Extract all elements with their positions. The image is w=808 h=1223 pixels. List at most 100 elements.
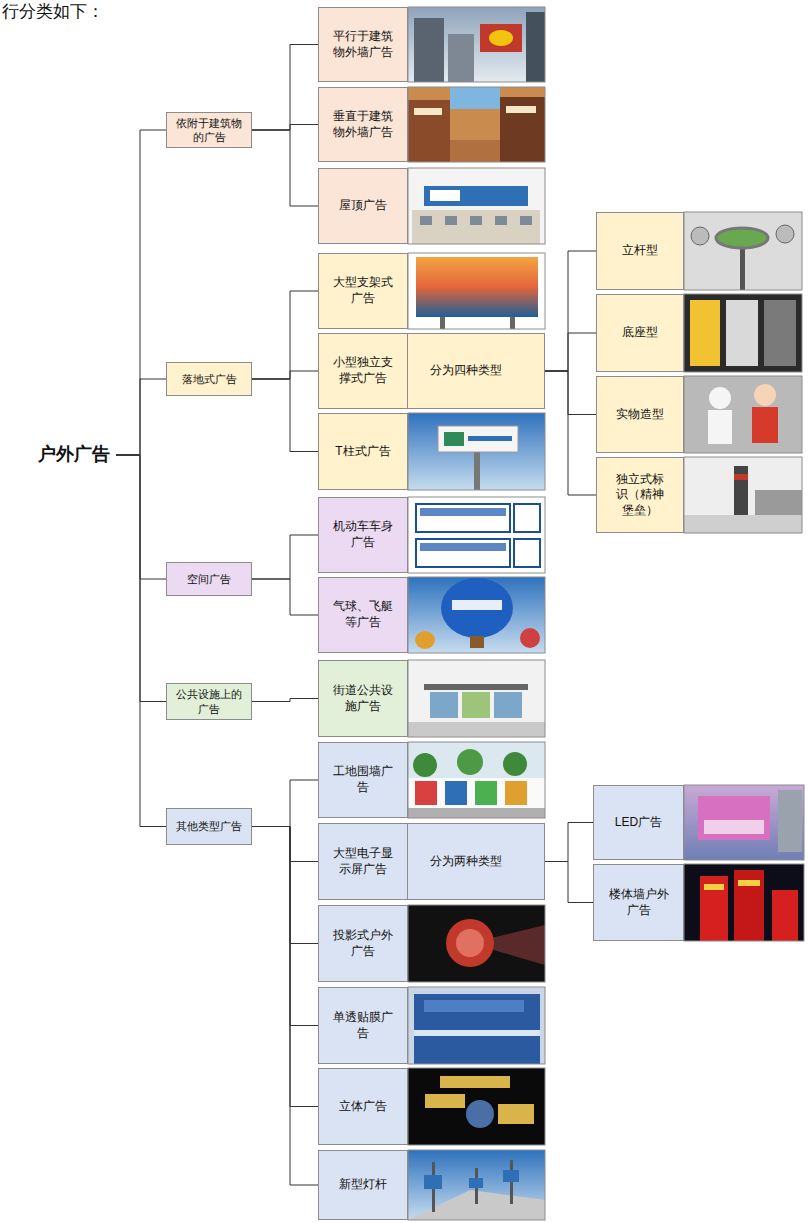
tree-connector [252, 827, 318, 1107]
node-label: 楼体墙户外广告 [594, 887, 683, 918]
node-label: 立体广告 [325, 1099, 401, 1115]
subtype-box: 实物造型 [596, 376, 684, 453]
node-label: 工地围墙广告 [319, 764, 407, 795]
subtype-box: 立杆型 [596, 212, 684, 290]
photo-building-wall [684, 864, 804, 941]
type-box: 大型支架式广告 [318, 253, 408, 329]
photo-perpendicular-wall-part [506, 106, 536, 113]
photo-projection-part [408, 905, 545, 982]
photo-base-type-part [684, 294, 802, 372]
photo-rooftop-part [470, 216, 482, 225]
photo-building-wall-part [704, 884, 724, 890]
photo-window-film-part [414, 994, 540, 1064]
photo-balloon [408, 577, 545, 653]
subtype-box: LED广告 [593, 785, 684, 860]
photo-pole-type-part [684, 212, 802, 290]
node-label: 大型支架式广告 [319, 275, 407, 306]
photo-balloon-part [452, 600, 502, 610]
photo-figure-type-part [754, 384, 776, 406]
photo-base-type-part [764, 300, 796, 366]
photo-site-wall [408, 742, 545, 818]
tree-connector [545, 862, 593, 903]
node-label: LED广告 [601, 815, 676, 831]
photo-base-type [684, 294, 802, 372]
node-label: 小型独立支撑式广告 [319, 334, 407, 408]
photo-bus-body-part [416, 504, 510, 532]
photo-balloon-part [470, 636, 484, 648]
photo-projection-part [408, 905, 545, 982]
category-box: 落地式广告 [166, 362, 252, 396]
subtype-box: 独立式标识（精神堡垒） [596, 457, 684, 533]
photo-building-wall-part [738, 880, 760, 886]
photo-bus-shelter-part [424, 684, 528, 690]
photo-projection [408, 905, 545, 982]
photo-rooftop-part [495, 216, 507, 225]
subtype-box: 底座型 [596, 294, 684, 372]
photo-t-pillar-part [408, 413, 545, 490]
tree-connector [252, 379, 318, 452]
root-title: 户外广告 [38, 441, 110, 469]
photo-t-pillar-part [474, 450, 480, 490]
photo-billboard-frame-part [408, 253, 545, 329]
photo-sign-tower [684, 457, 802, 533]
photo-perpendicular-wall-part [500, 97, 545, 162]
photo-perpendicular-wall-part [450, 140, 500, 162]
photo-perpendicular-wall-part [408, 87, 545, 162]
photo-building-wall-part [684, 864, 804, 941]
node-label: 气球、飞艇等广告 [319, 599, 407, 630]
node-note: 分为两种类型 [407, 824, 544, 899]
photo-rooftop-part [420, 216, 432, 225]
tree-connector [545, 823, 593, 862]
node-label: 立杆型 [608, 243, 672, 259]
type-box: 单透贴膜广告 [318, 987, 408, 1064]
photo-parallel-wall-part [408, 7, 545, 82]
tree-connector [116, 130, 166, 455]
tree-connector [252, 827, 318, 1026]
photo-site-wall-part [408, 742, 545, 818]
type-box: 气球、飞艇等广告 [318, 577, 408, 653]
photo-parallel-wall-part [448, 34, 474, 82]
photo-figure-type-part [709, 387, 731, 409]
type-box: 新型灯杆 [318, 1150, 408, 1220]
photo-pole-type-part [716, 228, 768, 248]
photo-rooftop-part [408, 168, 545, 244]
node-note: 分为四种类型 [407, 334, 544, 408]
photo-rooftop-part [424, 186, 528, 206]
photo-balloon-part [520, 628, 540, 648]
tree-connector [252, 535, 318, 579]
photo-bus-shelter-part [408, 660, 545, 737]
tree-connector [252, 780, 318, 827]
photo-perpendicular-wall-part [408, 87, 545, 162]
photo-3d-ad-part [425, 1094, 465, 1108]
node-label: 空间广告 [179, 572, 239, 586]
photo-led-part [778, 790, 802, 852]
photo-bus-body-part [416, 539, 510, 567]
photo-building-wall-part [700, 876, 728, 941]
photo-bus-body-part [408, 497, 545, 573]
photo-rooftop [408, 168, 545, 244]
photo-site-wall-part [505, 781, 527, 805]
photo-led-part [704, 820, 764, 834]
tree-connector [252, 699, 318, 702]
photo-site-wall-part [445, 781, 467, 805]
photo-sign-tower-part [734, 474, 748, 480]
photo-pole-type [684, 212, 802, 290]
photo-billboard-frame-part [408, 253, 545, 329]
photo-window-film [408, 987, 545, 1064]
photo-parallel-wall [408, 7, 545, 82]
photo-bus-body-part [514, 539, 540, 567]
photo-t-pillar-part [468, 436, 512, 441]
photo-led [684, 785, 804, 860]
photo-3d-ad-part [440, 1076, 510, 1088]
photo-bus-shelter [408, 660, 545, 737]
type-box: 立体广告 [318, 1068, 408, 1145]
photo-bus-body-part [420, 543, 506, 551]
photo-perpendicular-wall-part [408, 100, 450, 162]
node-label: 公共设施上的广告 [167, 687, 251, 716]
type-box: 街道公共设施广告 [318, 660, 408, 737]
tree-connector [545, 333, 596, 371]
node-label: 新型灯杆 [325, 1177, 401, 1193]
